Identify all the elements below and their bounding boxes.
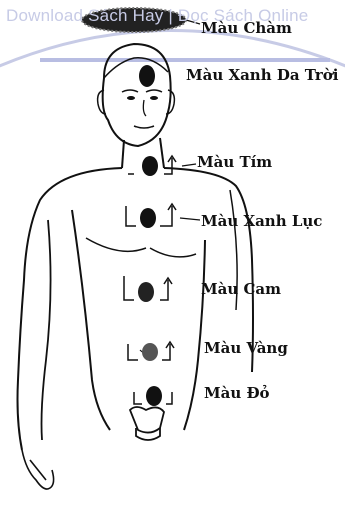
label-third-eye: Màu Xanh Da Trời <box>186 66 338 84</box>
left-arm-outline <box>18 168 123 450</box>
energy-arrows <box>124 156 176 404</box>
throat-spot <box>142 156 158 176</box>
label-root: Màu Đỏ <box>204 384 270 402</box>
root-spot <box>146 386 162 406</box>
solar-spot <box>138 282 154 302</box>
sacral-spot <box>142 343 158 361</box>
label-sacral: Màu Vàng <box>204 339 288 357</box>
leader-lines <box>180 20 200 220</box>
third-eye-spot <box>139 65 155 87</box>
heart-spot <box>140 208 156 228</box>
torso-left <box>72 210 110 430</box>
label-solar: Màu Cam <box>201 280 281 298</box>
label-crown: Màu Chàm <box>201 19 292 37</box>
torso-right <box>184 240 205 430</box>
label-throat: Màu Tím <box>197 153 272 171</box>
eye <box>127 96 135 100</box>
mouth <box>134 126 154 128</box>
eye <box>150 96 158 100</box>
label-heart: Màu Xanh Lục <box>201 212 322 230</box>
hand <box>22 450 54 489</box>
